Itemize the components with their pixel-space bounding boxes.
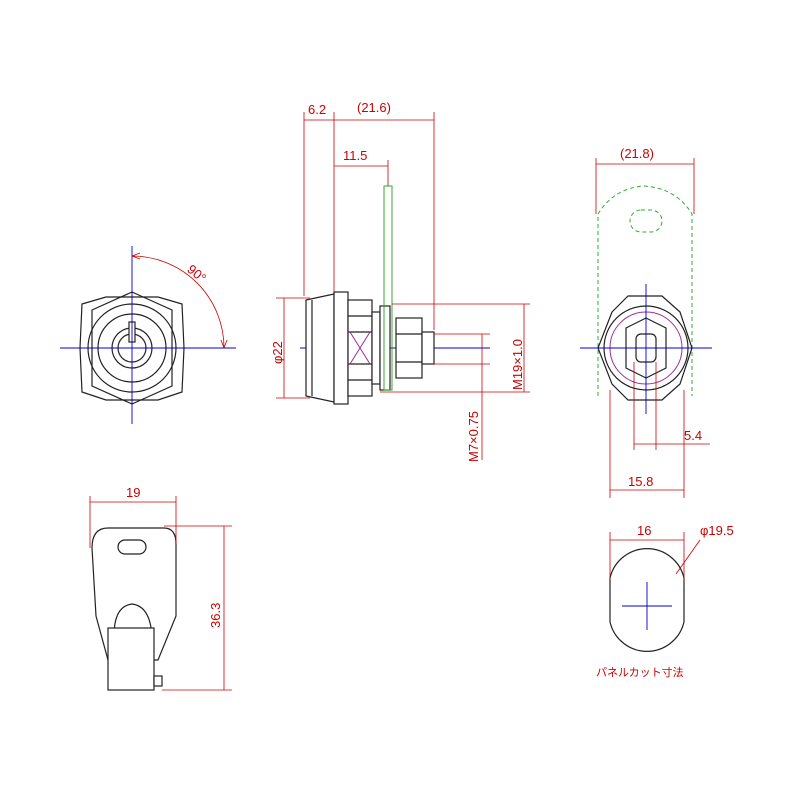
overall-length-label: (21.6): [357, 100, 391, 115]
shaft-flat-label: 5.4: [684, 428, 702, 443]
angle-arrow-end: [220, 339, 228, 349]
cutout-diameter-label: φ19.5: [700, 523, 734, 538]
lock-washer: [371, 311, 381, 385]
flange-thickness-label: 6.2: [308, 102, 326, 117]
cutout-dia-leader: [675, 539, 701, 575]
key-view: 19 36.3: [89, 485, 232, 691]
body-hex: [333, 291, 349, 405]
shaft-thread-label: M7×0.75: [466, 411, 481, 462]
side-view: 6.2 (21.6) 11.5 φ22 M19×1.0 M7×0.75: [270, 100, 530, 462]
key-blade: [107, 627, 155, 691]
front-view: 90°: [60, 246, 236, 424]
cam-slot: [629, 209, 663, 233]
body-cross-2: [349, 331, 371, 365]
key-height-label: 36.3: [208, 603, 223, 628]
across-flats-label: 15.8: [628, 474, 653, 489]
shaft-nut: [395, 317, 423, 379]
body-thread-label: M19×1.0: [510, 339, 525, 390]
key-tip: [153, 675, 163, 687]
key-width-label: 19: [126, 485, 140, 500]
angle-arc: [131, 255, 225, 349]
flange-diameter-label: φ22: [270, 341, 285, 364]
panel-cutout-view: 16 φ19.5 パネルカット寸法: [596, 523, 734, 679]
flange-profile: [305, 293, 335, 403]
rear-view: (21.8) 5.4 15.8: [580, 146, 712, 498]
angle-arrow-start: [131, 252, 141, 260]
shaft-end: [421, 331, 435, 365]
cutout-flat-label: 16: [637, 523, 651, 538]
cam-width-label: (21.8): [620, 146, 654, 161]
cam-outline: [597, 185, 693, 396]
angle-label: 90°: [184, 261, 209, 285]
panel-cutout-caption: パネルカット寸法: [596, 665, 684, 679]
panel-nut: [379, 305, 391, 391]
cam-offset-label: 11.5: [343, 148, 367, 163]
key-bow-hole: [117, 539, 147, 555]
key-bow: [91, 527, 177, 661]
